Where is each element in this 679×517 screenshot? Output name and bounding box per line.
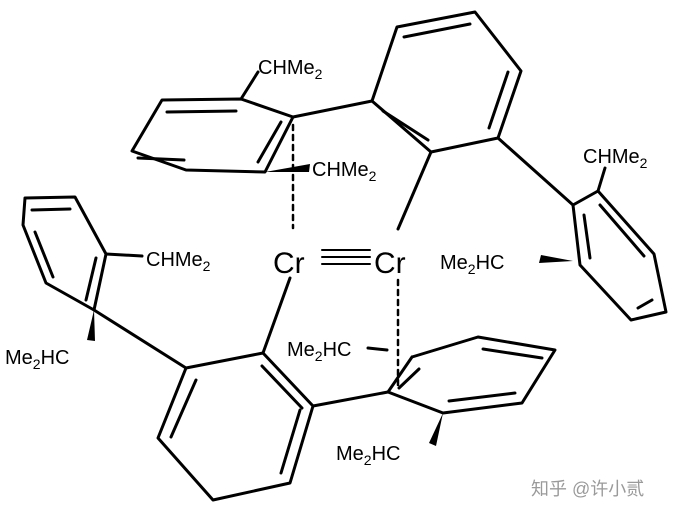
double-bond bbox=[84, 256, 98, 302]
upper-left-aryl-ring bbox=[130, 97, 295, 174]
watermark-text: 知乎 @许小贰 bbox=[531, 479, 644, 499]
aryl-aryl-bond bbox=[92, 308, 188, 370]
wedge-bonds bbox=[87, 164, 573, 446]
lower-right-aryl-ring bbox=[386, 335, 557, 415]
double-bond bbox=[279, 408, 302, 475]
cr-cr-triple-bond bbox=[321, 249, 371, 265]
double-bond bbox=[260, 364, 304, 410]
lower-central-ring bbox=[156, 351, 315, 502]
upper-central-ring bbox=[370, 10, 523, 154]
aryl-aryl-bond bbox=[496, 136, 575, 207]
aryl-aryl-bond bbox=[291, 99, 374, 119]
isopropyl-label-top: CHMe2 bbox=[258, 57, 323, 82]
double-bond bbox=[447, 391, 517, 403]
isopropyl-label-right: CHMe2 bbox=[583, 146, 648, 171]
isopropyl-bond bbox=[596, 166, 607, 193]
isopropyl-label-middle: CHMe2 bbox=[312, 159, 377, 184]
isopropyl-label-bottom: Me2HC bbox=[336, 443, 400, 468]
double-bond bbox=[33, 230, 55, 279]
atom-labels: Cr Cr CHMe2 CHMe2 CHMe2 CHMe2 Me2HC Me2H… bbox=[5, 57, 648, 468]
cr-ipso-bond bbox=[396, 150, 433, 231]
cr-ipso-bond bbox=[261, 276, 292, 355]
double-bond bbox=[397, 367, 421, 390]
double-bond bbox=[30, 207, 72, 212]
double-bond bbox=[481, 347, 544, 360]
isopropyl-bond bbox=[239, 70, 260, 101]
left-aryl-ring bbox=[21, 195, 108, 312]
double-bond bbox=[256, 120, 283, 164]
isopropyl-bond bbox=[104, 252, 144, 258]
double-bond bbox=[169, 378, 198, 439]
isopropyl-label-right-lower: Me2HC bbox=[440, 252, 504, 277]
double-bond bbox=[165, 109, 238, 114]
double-bond bbox=[582, 213, 592, 260]
cr-arene-interactions bbox=[291, 123, 400, 387]
isopropyl-bond bbox=[366, 346, 389, 352]
chromium-label-left: Cr bbox=[273, 247, 305, 280]
chromium-label-right: Cr bbox=[374, 247, 406, 280]
double-bond bbox=[487, 70, 510, 130]
isopropyl-label-left-lower: Me2HC bbox=[5, 347, 69, 372]
aryl-aryl-bond bbox=[311, 390, 390, 408]
double-bond bbox=[636, 298, 654, 310]
isopropyl-label-center: Me2HC bbox=[287, 339, 351, 364]
right-aryl-ring bbox=[571, 189, 668, 322]
isopropyl-label-left: CHMe2 bbox=[146, 249, 211, 274]
double-bond bbox=[598, 203, 646, 258]
double-bond bbox=[381, 109, 430, 142]
double-bond bbox=[402, 22, 472, 39]
double-bond bbox=[136, 156, 186, 162]
